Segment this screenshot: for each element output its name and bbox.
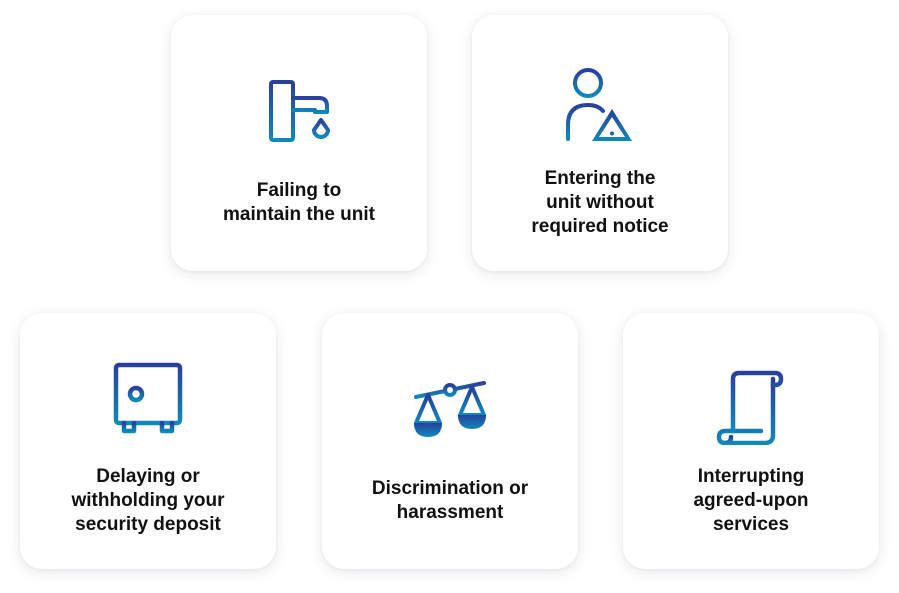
label-line: withholding your xyxy=(71,490,225,511)
label-line: security deposit xyxy=(75,514,221,535)
safe-icon xyxy=(108,357,188,437)
scales-icon xyxy=(410,373,490,453)
card-label: Discrimination or harassment xyxy=(338,477,562,525)
card-failing-to-maintain: Failing to maintain the unit xyxy=(171,15,427,271)
label-line: Entering the xyxy=(544,168,656,189)
card-label: Entering the unit without required notic… xyxy=(488,167,712,239)
card-interrupting-services: Interrupting agreed-upon services xyxy=(623,313,879,569)
label-line: agreed-upon xyxy=(693,490,809,511)
faucet-icon xyxy=(259,72,339,152)
label-line: Delaying or xyxy=(96,466,200,487)
card-label: Interrupting agreed-upon services xyxy=(639,465,863,537)
card-discrimination: Discrimination or harassment xyxy=(322,313,578,569)
label-line: required notice xyxy=(531,216,669,237)
card-label: Failing to maintain the unit xyxy=(187,179,411,227)
scroll-document-icon xyxy=(711,365,791,445)
label-line: harassment xyxy=(396,502,504,523)
label-line: Interrupting xyxy=(697,466,805,487)
label-line: services xyxy=(712,514,790,535)
label-line: maintain the unit xyxy=(223,204,375,225)
label-line: Discrimination or xyxy=(371,478,529,499)
card-label: Delaying or withholding your security de… xyxy=(36,465,260,537)
card-entering-without-notice: Entering the unit without required notic… xyxy=(472,15,728,271)
person-warning-icon xyxy=(560,65,640,145)
label-line: unit without xyxy=(546,192,654,213)
label-line: Failing to xyxy=(256,180,342,201)
card-security-deposit: Delaying or withholding your security de… xyxy=(20,313,276,569)
